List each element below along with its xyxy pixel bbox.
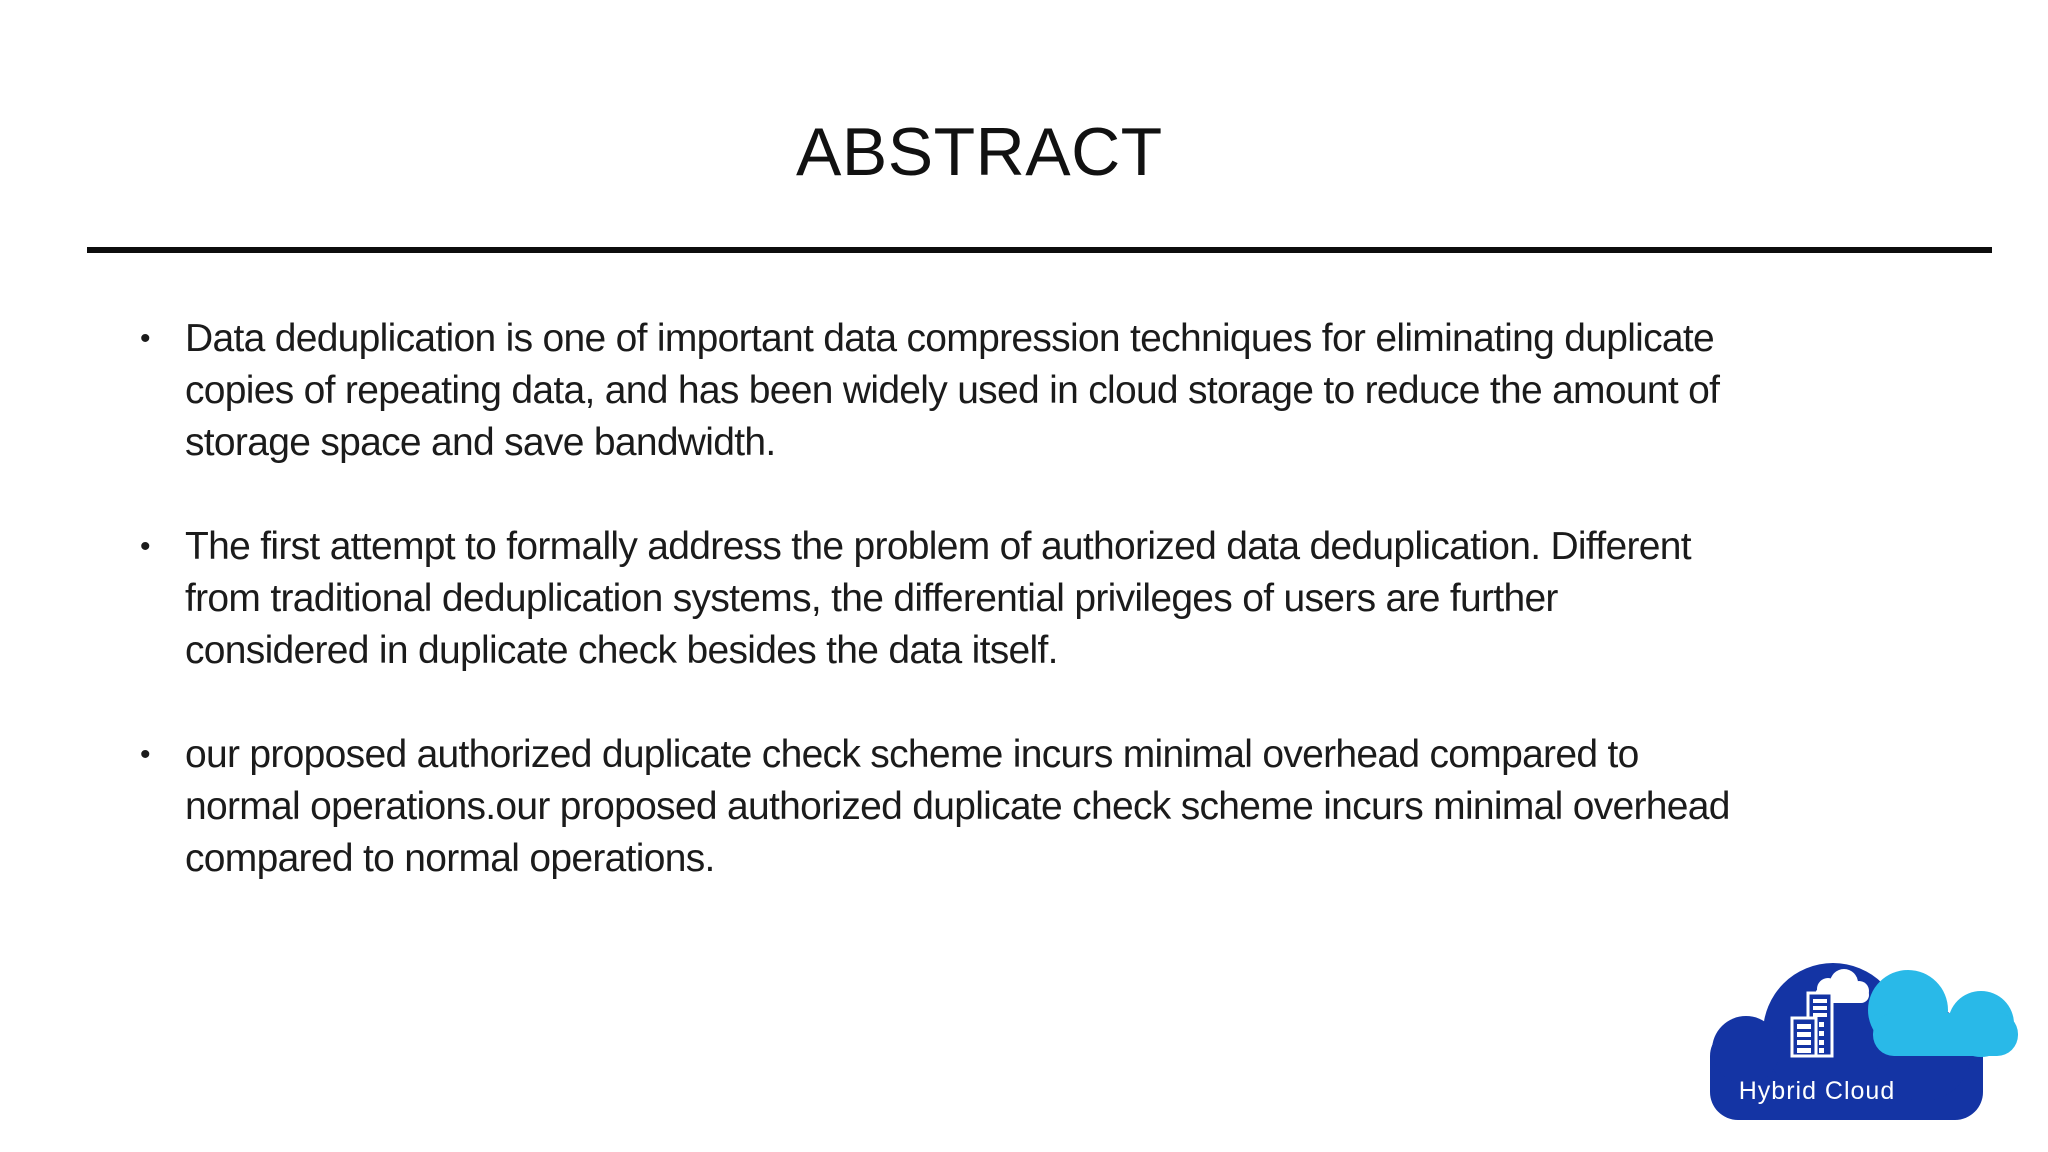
buildings-icon bbox=[1790, 991, 1834, 1058]
bullet-line: normal operations.our proposed authorize… bbox=[185, 785, 1730, 828]
light-cloud-shape bbox=[1868, 970, 2018, 1057]
bullet-line: compared to normal operations. bbox=[185, 837, 715, 880]
bullet-line: from traditional deduplication systems, … bbox=[185, 577, 1558, 620]
bullet-text: Data deduplication is one of important d… bbox=[185, 313, 2010, 469]
bullet-line: The first attempt to formally address th… bbox=[185, 525, 1692, 568]
bullet-marker: • bbox=[140, 322, 151, 355]
bullet-item-1: • Data deduplication is one of important… bbox=[140, 313, 2010, 469]
bullet-text: our proposed authorized duplicate check … bbox=[185, 729, 2010, 885]
bullet-line: storage space and save bandwidth. bbox=[185, 421, 776, 464]
bullet-line: considered in duplicate check besides th… bbox=[185, 629, 1058, 672]
bullet-marker: • bbox=[140, 738, 151, 771]
bullet-text: The first attempt to formally address th… bbox=[185, 521, 2010, 677]
bullet-item-2: • The first attempt to formally address … bbox=[140, 521, 2010, 677]
hybrid-cloud-icon: Hybrid Cloud bbox=[1710, 963, 2018, 1120]
logo-label: Hybrid Cloud bbox=[1739, 1077, 1896, 1105]
bullet-line: copies of repeating data, and has been w… bbox=[185, 369, 1720, 412]
bullet-line: our proposed authorized duplicate check … bbox=[185, 733, 1639, 776]
bullet-line: Data deduplication is one of important d… bbox=[185, 317, 1715, 360]
page-title: ABSTRACT bbox=[796, 114, 1163, 190]
bullet-marker: • bbox=[140, 530, 151, 563]
bullet-item-3: • our proposed authorized duplicate chec… bbox=[140, 729, 2010, 885]
bullet-list: • Data deduplication is one of important… bbox=[140, 313, 2010, 937]
hybrid-cloud-logo: Hybrid Cloud bbox=[1698, 958, 2028, 1126]
title-divider bbox=[87, 247, 1992, 253]
